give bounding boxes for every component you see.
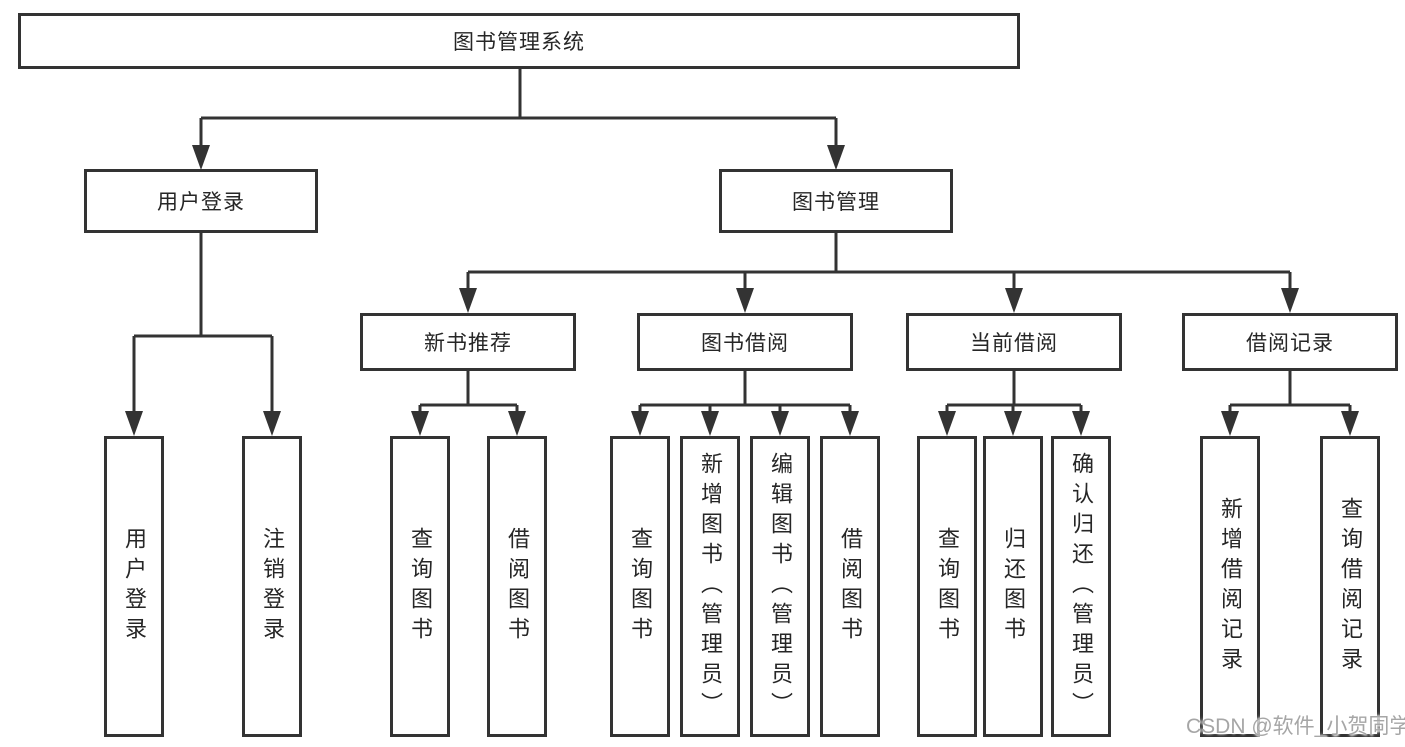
node-root: 图书管理系统 [18, 13, 1020, 69]
arrow-down-icon [1005, 288, 1023, 313]
node-book-borrow-label: 图书借阅 [701, 332, 789, 355]
arrow-down-icon [771, 411, 789, 436]
leaf-query-books-recommend-label: 查询图书 [408, 526, 433, 647]
leaf-borrow-books-label: 借阅图书 [838, 526, 863, 647]
node-current-borrow-label: 当前借阅 [970, 332, 1058, 355]
node-borrow-records: 借阅记录 [1182, 313, 1398, 371]
leaf-borrow-books-recommend: 借阅图书 [487, 436, 547, 737]
csdn-watermark: CSDN @软件_小贺同学 [1186, 715, 1405, 738]
leaf-logout: 注销登录 [242, 436, 302, 737]
node-borrow-records-label: 借阅记录 [1246, 332, 1334, 355]
leaf-add-borrow-record: 新增借阅记录 [1200, 436, 1260, 737]
arrow-down-icon [1341, 411, 1359, 436]
arrow-down-icon [192, 145, 210, 170]
leaf-query-books-current-label: 查询图书 [935, 526, 960, 647]
leaf-user-login-label: 用户登录 [122, 526, 147, 647]
arrow-down-icon [701, 411, 719, 436]
leaf-return-books: 归还图书 [983, 436, 1043, 737]
arrow-down-icon [827, 145, 845, 170]
arrowheads [125, 145, 1359, 436]
leaf-logout-label: 注销登录 [260, 526, 285, 647]
leaf-query-books-recommend: 查询图书 [390, 436, 450, 737]
leaf-query-books-borrow-label: 查询图书 [628, 526, 653, 647]
arrow-down-icon [459, 288, 477, 313]
leaf-borrow-books: 借阅图书 [820, 436, 880, 737]
node-current-borrow: 当前借阅 [906, 313, 1122, 371]
node-book-management: 图书管理 [719, 169, 953, 233]
arrow-down-icon [1004, 411, 1022, 436]
arrow-down-icon [411, 411, 429, 436]
node-book-management-label: 图书管理 [792, 191, 880, 214]
arrow-down-icon [125, 411, 143, 436]
node-new-book-recommend: 新书推荐 [360, 313, 576, 371]
leaf-confirm-return-admin: 确认归还（管理员） [1051, 436, 1111, 737]
arrow-down-icon [1281, 288, 1299, 313]
node-user-login: 用户登录 [84, 169, 318, 233]
arrow-down-icon [1072, 411, 1090, 436]
leaf-query-borrow-record: 查询借阅记录 [1320, 436, 1380, 737]
leaf-query-books-borrow: 查询图书 [610, 436, 670, 737]
arrow-down-icon [631, 411, 649, 436]
arrow-down-icon [841, 411, 859, 436]
leaf-borrow-books-recommend-label: 借阅图书 [505, 526, 530, 647]
arrow-down-icon [263, 411, 281, 436]
leaf-return-books-label: 归还图书 [1001, 526, 1026, 647]
leaf-add-books-admin-label: 新增图书（管理员） [698, 451, 723, 722]
leaf-add-books-admin: 新增图书（管理员） [680, 436, 740, 737]
leaf-edit-books-admin: 编辑图书（管理员） [750, 436, 810, 737]
node-user-login-label: 用户登录 [157, 191, 245, 214]
node-new-book-recommend-label: 新书推荐 [424, 332, 512, 355]
leaf-edit-books-admin-label: 编辑图书（管理员） [768, 451, 793, 722]
node-root-label: 图书管理系统 [453, 31, 585, 54]
arrow-down-icon [508, 411, 526, 436]
arrow-down-icon [1221, 411, 1239, 436]
leaf-confirm-return-admin-label: 确认归还（管理员） [1069, 451, 1094, 722]
leaf-user-login: 用户登录 [104, 436, 164, 737]
node-book-borrow: 图书借阅 [637, 313, 853, 371]
arrow-down-icon [736, 288, 754, 313]
leaf-add-borrow-record-label: 新增借阅记录 [1218, 496, 1243, 677]
leaf-query-books-current: 查询图书 [917, 436, 977, 737]
arrow-down-icon [938, 411, 956, 436]
leaf-query-borrow-record-label: 查询借阅记录 [1338, 496, 1363, 677]
